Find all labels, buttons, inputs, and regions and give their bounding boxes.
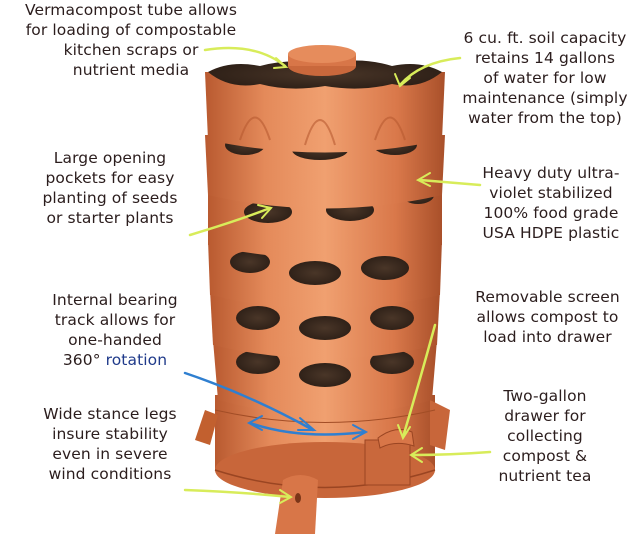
tower-tiers xyxy=(205,45,445,415)
callout-hdpe-plastic: Heavy duty ultra- violet stabilized 100%… xyxy=(482,164,620,242)
callout-vermicompost-tube: Vermacompost tube allows for loading of … xyxy=(24,1,238,79)
callout-soil-capacity: 6 cu. ft. soil capacity retains 14 gallo… xyxy=(462,29,628,127)
callout-removable-screen: Removable screen allows compost to load … xyxy=(475,288,620,346)
callout-arrows xyxy=(183,46,492,504)
callout-bearing-track: Internal bearing track allows for one-ha… xyxy=(52,291,178,369)
callout-two-gallon-drawer: Two-gallon drawer for collecting compost… xyxy=(498,387,592,485)
callout-wide-stance-legs: Wide stance legs insure stability even i… xyxy=(43,405,177,483)
base-drawer-unit xyxy=(195,395,450,534)
rotation-highlight: rotation xyxy=(105,351,168,369)
callout-planting-pockets: Large opening pockets for easy planting … xyxy=(42,149,178,227)
